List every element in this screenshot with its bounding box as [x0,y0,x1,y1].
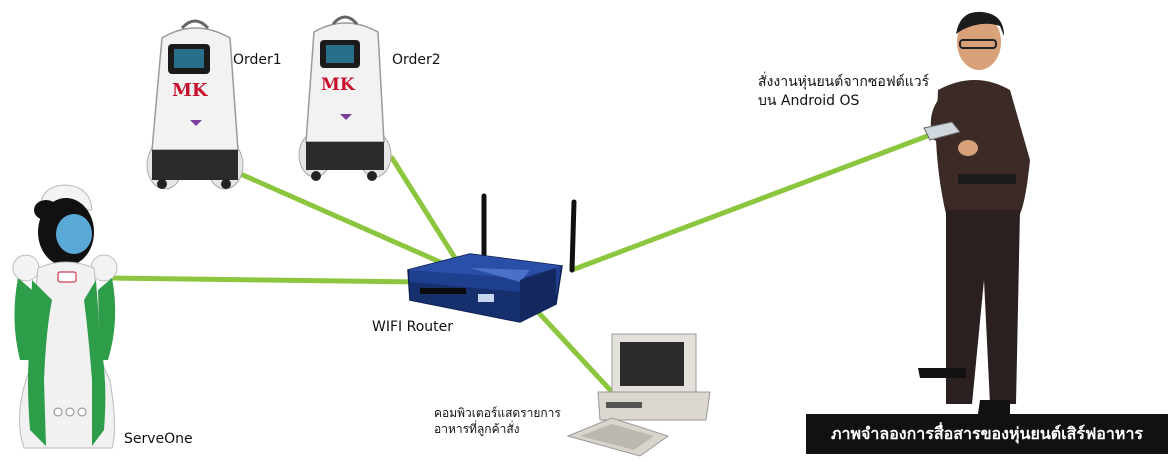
person-with-tablet-icon [918,11,1030,414]
order1-label: Order1 [233,52,282,68]
computer-caption-line1: คอมพิวเตอร์แสดรายการ [434,406,561,420]
order2-label: Order2 [392,52,441,68]
link-order2-router [389,155,458,261]
diagram-caption: ภาพจำลองการสื่อสารของหุ่นยนต์เสิร์ฟอาหาร [806,414,1168,454]
android-caption-line1: สั่งงานหุ่นยนต์จากซอฟต์แวร์ [758,74,930,90]
android-caption: สั่งงานหุ่นยนต์จากซอฟต์แวร์ บน Android O… [758,73,929,111]
link-serveone-router [109,275,423,285]
serveone-robot-icon [12,184,118,449]
wifi-router-icon [407,193,577,323]
router-label: WIFI Router [372,319,453,335]
computer-caption: คอมพิวเตอร์แสดรายการ อาหารที่ลูกค้าสั่ง [434,405,561,437]
robot-order2-icon: MK [298,15,392,181]
robot-order1-icon: MK [146,19,244,190]
svg-text:MK: MK [321,75,356,95]
link-order1-router [233,169,443,265]
network-links [109,132,933,395]
serveone-label: ServeOne [124,431,193,447]
svg-text:MK: MK [172,80,209,101]
desktop-computer-icon [566,333,711,457]
android-caption-line2: บน Android OS [758,93,860,109]
link-android-router [569,132,933,273]
link-computer-router [535,309,615,395]
computer-caption-line2: อาหารที่ลูกค้าสั่ง [434,422,520,436]
